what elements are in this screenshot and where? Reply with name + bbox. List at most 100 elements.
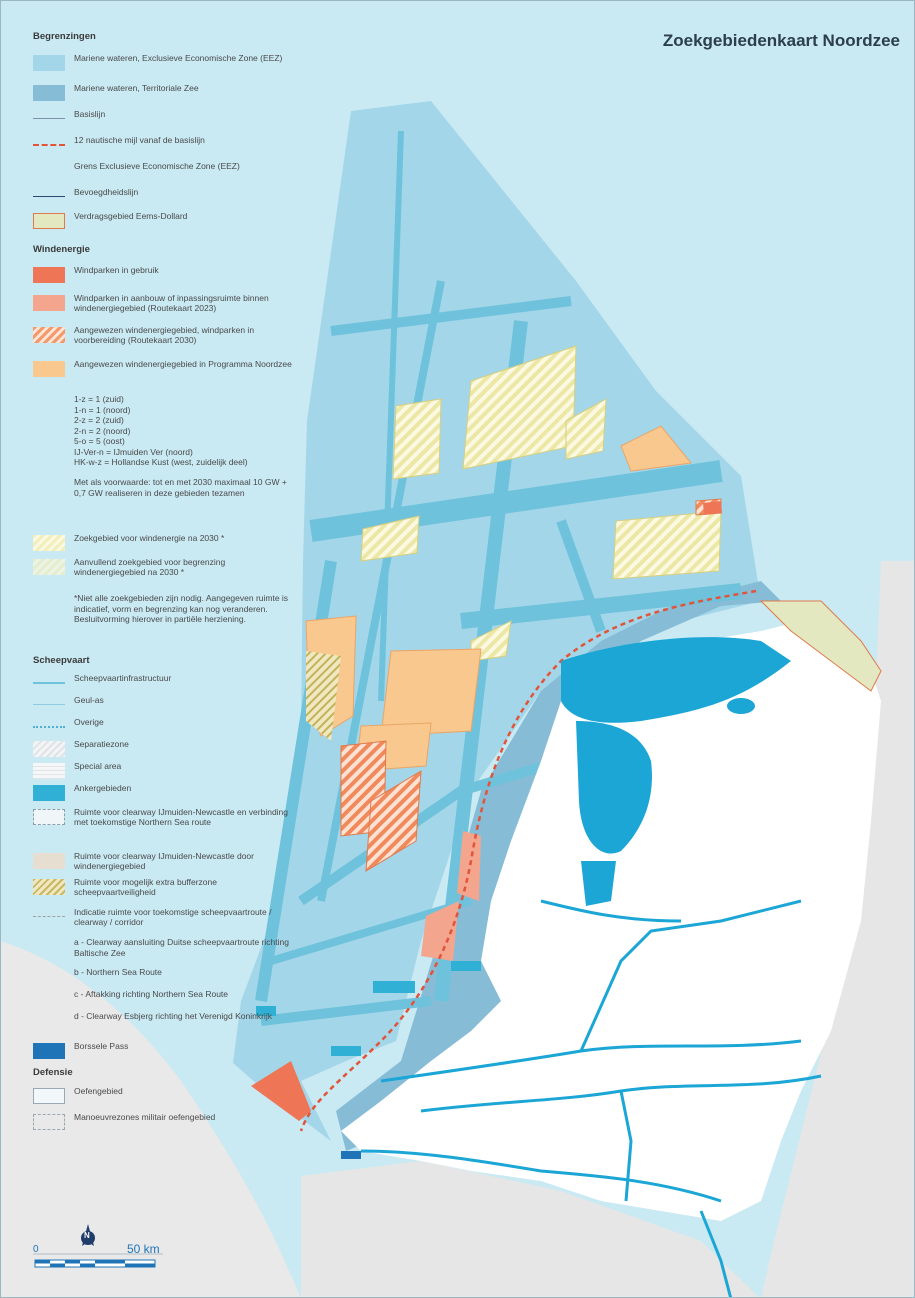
- markermeer: [581, 861, 616, 906]
- legend-label-bevoegdheid: Bevoegdheidslijn: [74, 187, 139, 197]
- in-gebruik-swatch: [33, 267, 65, 283]
- legend-heading-defensie: Defensie: [33, 1067, 73, 1078]
- legend-label-manoeuvre: Manoeuvrezones militair oefengebied: [74, 1112, 216, 1122]
- legend-label-separatie: Separatiezone: [74, 739, 129, 749]
- route-a-note: a - Clearway aansluiting Duitse scheepva…: [74, 937, 289, 958]
- legend-item-manoeuvre: Manoeuvrezones militair oefengebied: [33, 1112, 298, 1134]
- legend-item-bevoegdheid: Bevoegdheidslijn: [33, 187, 298, 209]
- legend-item-borssele: Borssele Pass: [33, 1041, 298, 1063]
- legend-heading-begrenzingen: Begrenzingen: [33, 31, 96, 42]
- uk-coast: [1, 941, 301, 1297]
- route-b-note: b - Northern Sea Route: [74, 967, 162, 977]
- legend-item-clearway-noord: Ruimte voor clearway IJmuiden-Newcastle …: [33, 807, 298, 829]
- bevoegdheid-line: [33, 196, 65, 197]
- legend-label-indicatie: Indicatie ruimte voor toekomstige scheep…: [74, 907, 272, 927]
- legend-item-verdrag: Verdragsgebied Eems-Dollard: [33, 211, 298, 233]
- ijsselmeer: [576, 721, 652, 854]
- legend-label-oefen: Oefengebied: [74, 1086, 123, 1096]
- legend-label-programma: Aangewezen windenergiegebied in Programm…: [74, 359, 292, 369]
- legend-item-special: Special area: [33, 761, 298, 783]
- borssele-pass: [341, 1151, 361, 1159]
- legend-item-eez: Mariene wateren, Exclusieve Economische …: [33, 53, 298, 75]
- legend-item-territoriale: Mariene wateren, Territoriale Zee: [33, 83, 298, 105]
- territorial-sea: [336, 581, 781, 1151]
- legend-item-buffer: Ruimte voor mogelijk extra bufferzone sc…: [33, 877, 298, 899]
- legend-label-basislijn: Basislijn: [74, 109, 106, 119]
- rivers: [360, 899, 822, 1297]
- buffer-zone: [306, 651, 341, 741]
- legend-label-zoekgebied: Zoekgebied voor windenergie na 2030 *: [74, 533, 225, 543]
- legend-label-aanvullend: Aanvullend zoekgebied voor begrenzing wi…: [74, 557, 226, 577]
- twelve-mile-symbol: [33, 144, 65, 146]
- north-label: N: [84, 1231, 90, 1240]
- legend-label-borssele: Borssele Pass: [74, 1041, 129, 1051]
- legend-item-indicatie: Indicatie ruimte voor toekomstige scheep…: [33, 907, 298, 929]
- territoriale-swatch: [33, 85, 65, 101]
- legend-label-12nm: 12 nautische mijl vanaf de basislijn: [74, 135, 205, 145]
- legend-item-oefen: Oefengebied: [33, 1086, 298, 1108]
- manoeuvre-swatch: [33, 1114, 65, 1130]
- belgium-land: [301, 1161, 759, 1297]
- legend-label-infra: Scheepvaartinfrastructuur: [74, 673, 172, 683]
- legend-item-geul: Geul-as: [33, 695, 298, 717]
- route-d-note: d - Clearway Esbjerg richting het Vereni…: [74, 1011, 272, 1021]
- scale-max: 50 km: [127, 1242, 160, 1256]
- legend-item-12nm: 12 nautische mijl vanaf de basislijn: [33, 135, 298, 157]
- legend-item-programma: Aangewezen windenergiegebied in Programm…: [33, 359, 298, 381]
- basislijn-line: [33, 118, 65, 119]
- legend-item-anker: Ankergebieden: [33, 783, 298, 805]
- map-title: Zoekgebiedenkaart Noordzee: [662, 31, 900, 50]
- shipping-lanes: [255, 130, 742, 1026]
- aanvullend-swatch: [33, 559, 65, 575]
- legend-item-infra: Scheepvaartinfrastructuur: [33, 673, 298, 695]
- legend-label-clearway-wind: Ruimte voor clearway IJmuiden-Newcastle …: [74, 851, 254, 871]
- geul-line: [33, 704, 65, 705]
- legend-item-routekaart: Aangewezen windenergiegebied, windparken…: [33, 325, 298, 347]
- scale-bar: N 0 50 km: [33, 1216, 163, 1276]
- legend-label-verdrag: Verdragsgebied Eems-Dollard: [74, 211, 188, 221]
- legend-label-clearway-noord: Ruimte voor clearway IJmuiden-Newcastle …: [74, 807, 289, 827]
- footnote: *Niet alle zoekgebieden zijn nodig. Aang…: [74, 593, 289, 624]
- legend-label-territoriale: Mariene wateren, Territoriale Zee: [74, 83, 199, 93]
- zoekgebied-swatch: [33, 535, 65, 551]
- legend-item-grens-eez: Grens Exclusieve Economische Zone (EEZ): [33, 161, 298, 183]
- legend-item-in-gebruik: Windparken in gebruik: [33, 265, 298, 287]
- routekaart-swatch: [33, 327, 65, 343]
- verdrag-swatch: [33, 213, 65, 229]
- scale-zero: 0: [33, 1244, 39, 1255]
- legend-item-aanvullend: Aanvullend zoekgebied voor begrenzing wi…: [33, 557, 298, 579]
- zoekgebieden-wind: [360, 345, 722, 662]
- legend-item-clearway-wind: Ruimte voor clearway IJmuiden-Newcastle …: [33, 851, 298, 873]
- legend-heading-scheepvaart: Scheepvaart: [33, 655, 90, 666]
- routekaart-wind: [340, 498, 722, 872]
- legend-label-in-gebruik: Windparken in gebruik: [74, 265, 159, 275]
- clearway-wind-swatch: [33, 853, 65, 869]
- codes-note: 1-z = 1 (zuid) 1-n = 1 (noord) 2-z = 2 (…: [74, 394, 248, 467]
- oefen-swatch: [33, 1088, 65, 1104]
- legend-label-geul: Geul-as: [74, 695, 104, 705]
- legend-label-anker: Ankergebieden: [74, 783, 132, 793]
- windparks-active: [251, 501, 722, 1121]
- clearway-noord-swatch: [33, 809, 65, 825]
- legend-label-special: Special area: [74, 761, 122, 771]
- legend-item-basislijn: Basislijn: [33, 109, 298, 131]
- programma-swatch: [33, 361, 65, 377]
- separatie-swatch: [33, 741, 65, 757]
- buffer-swatch: [33, 879, 65, 895]
- netherlands-land: [341, 621, 881, 1221]
- eez-swatch: [33, 55, 65, 71]
- aanbouw-swatch: [33, 295, 65, 311]
- indicatie-line: [33, 916, 65, 917]
- condition-note: Met als voorwaarde: tot en met 2030 maxi…: [74, 477, 287, 498]
- legend-label-eez: Mariene wateren, Exclusieve Economische …: [74, 53, 283, 63]
- eems-dollard: [759, 600, 882, 692]
- route-c-note: c - Aftakking richting Northern Sea Rout…: [74, 989, 229, 999]
- legend-item-separatie: Separatiezone: [33, 739, 298, 761]
- anchor-areas: [256, 961, 481, 1056]
- lauwersmeer: [727, 698, 755, 714]
- legend-label-grens-eez: Grens Exclusieve Economische Zone (EEZ): [74, 161, 240, 171]
- legend-label-aanbouw: Windparken in aanbouw of inpassingsruimt…: [74, 293, 269, 313]
- legend-label-routekaart: Aangewezen windenergiegebied, windparken…: [74, 325, 255, 345]
- infra-line: [33, 682, 65, 684]
